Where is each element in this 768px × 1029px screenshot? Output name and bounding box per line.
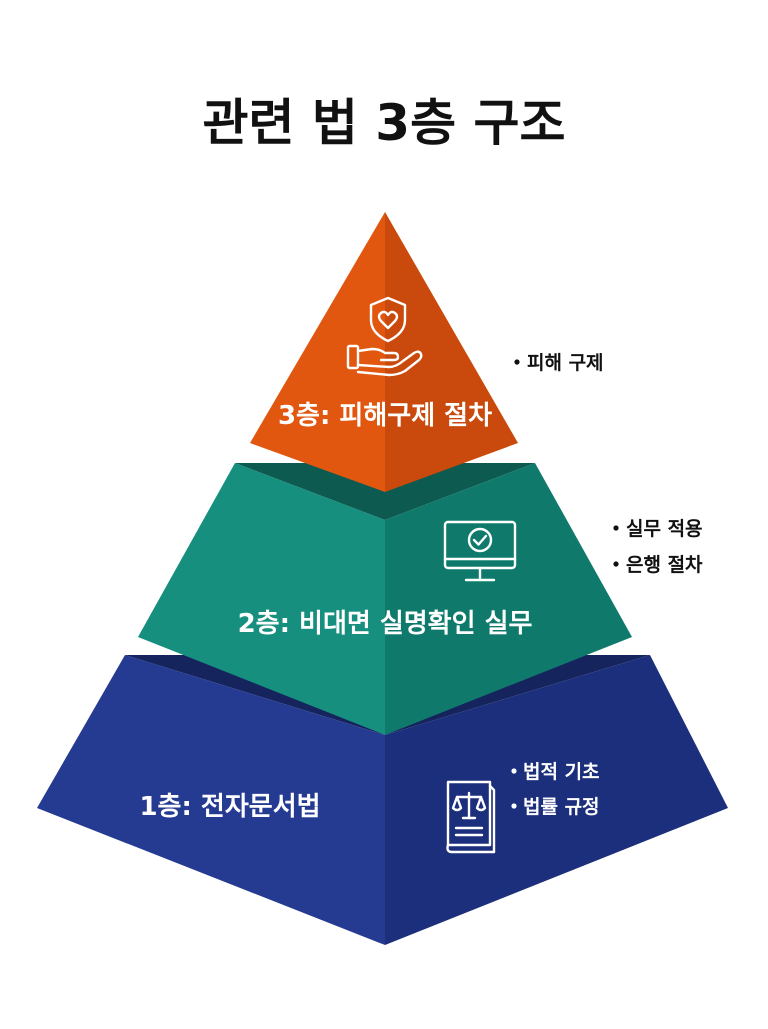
tier-3-left-face bbox=[250, 212, 385, 492]
tier-3: 3층: 피해구제 절차 피해 구제 bbox=[250, 212, 604, 492]
monitor-check-icon bbox=[443, 520, 517, 582]
tier-3-label: 3층: 피해구제 절차 bbox=[278, 401, 492, 431]
tier-2: 2층: 비대면 실명확인 실무 실무 적용 은행 절차 bbox=[138, 463, 703, 735]
tier-2-bullet-1: 실무 적용 bbox=[626, 518, 703, 540]
tier-1-bullets: 법적 기초 법률 규정 bbox=[511, 761, 600, 818]
hand-shield-heart-icon bbox=[346, 296, 423, 377]
bullet-dot bbox=[511, 768, 517, 774]
tier-3-bullet-1: 피해 구제 bbox=[527, 352, 604, 374]
tier-1-label: 1층: 전자문서법 bbox=[139, 792, 320, 822]
page-title: 관련 법 3층 구조 bbox=[202, 94, 565, 152]
tier-3-right-face bbox=[385, 212, 518, 492]
tier-2-label: 2층: 비대면 실명확인 실무 bbox=[238, 609, 533, 639]
tier-2-bullets: 실무 적용 은행 절차 bbox=[613, 518, 703, 576]
tier-1-right-face bbox=[385, 655, 728, 945]
bullet-dot bbox=[613, 561, 619, 567]
bullet-dot bbox=[613, 525, 619, 531]
tier-1-bullet-1: 법적 기초 bbox=[523, 761, 600, 783]
tier-2-left-face bbox=[138, 463, 385, 735]
tier-1-left-face bbox=[37, 655, 385, 945]
tier-2-bullet-2: 은행 절차 bbox=[626, 554, 703, 576]
law-book-scales-icon bbox=[446, 780, 496, 854]
tier-3-bullets: 피해 구제 bbox=[514, 352, 604, 374]
bullet-dot bbox=[514, 359, 520, 365]
tier-1-bullet-2: 법률 규정 bbox=[523, 796, 600, 818]
bullet-dot bbox=[511, 803, 517, 809]
tier-2-right-face bbox=[385, 463, 632, 735]
